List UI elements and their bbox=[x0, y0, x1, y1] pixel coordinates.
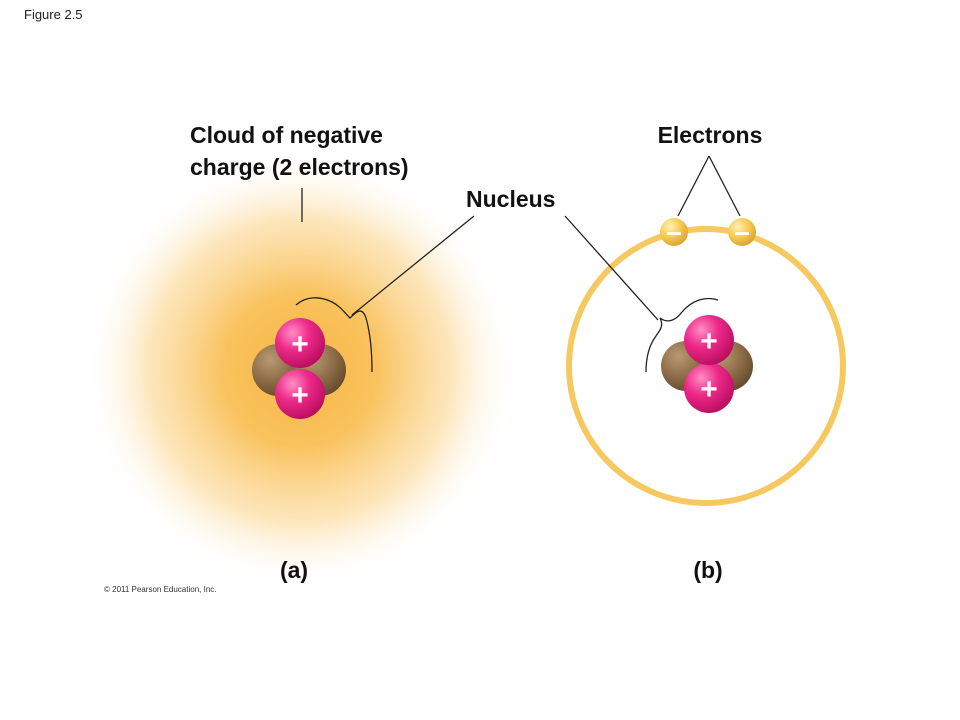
electrons-leader-line bbox=[708, 155, 741, 217]
panel-a-label: (a) bbox=[280, 557, 308, 583]
panel-b: + + – – Electrons (b) bbox=[564, 122, 846, 583]
nucleus-label: Nucleus bbox=[466, 186, 555, 212]
electron bbox=[660, 218, 688, 246]
nucleus-brace bbox=[645, 297, 719, 373]
nucleus-leader-line bbox=[351, 215, 475, 316]
nucleus-b: + + bbox=[661, 315, 753, 413]
plus-icon: + bbox=[700, 373, 718, 406]
electrons-label: Electrons bbox=[658, 122, 763, 148]
cloud-label-line1: Cloud of negative bbox=[190, 122, 383, 148]
panel-b-label: (b) bbox=[693, 557, 722, 583]
cloud-label-line2: charge (2 electrons) bbox=[190, 154, 409, 180]
proton bbox=[275, 369, 325, 419]
plus-icon: + bbox=[700, 325, 718, 358]
electron-orbit bbox=[566, 226, 846, 506]
minus-icon: – bbox=[666, 216, 682, 247]
proton bbox=[684, 315, 734, 365]
figure-number: Figure 2.5 bbox=[24, 7, 83, 22]
proton bbox=[684, 363, 734, 413]
copyright: © 2011 Pearson Education, Inc. bbox=[104, 585, 216, 594]
plus-icon: + bbox=[291, 328, 309, 361]
proton bbox=[275, 318, 325, 368]
minus-icon: – bbox=[734, 216, 750, 247]
nucleus-brace bbox=[295, 297, 373, 373]
nucleus-a: + + bbox=[252, 318, 346, 419]
plus-icon: + bbox=[291, 379, 309, 412]
nucleus-leader-line bbox=[564, 215, 659, 321]
electron bbox=[728, 218, 756, 246]
electrons-leader-line bbox=[677, 155, 710, 217]
panel-a: + + Cloud of negative charge (2 electron… bbox=[82, 122, 518, 594]
